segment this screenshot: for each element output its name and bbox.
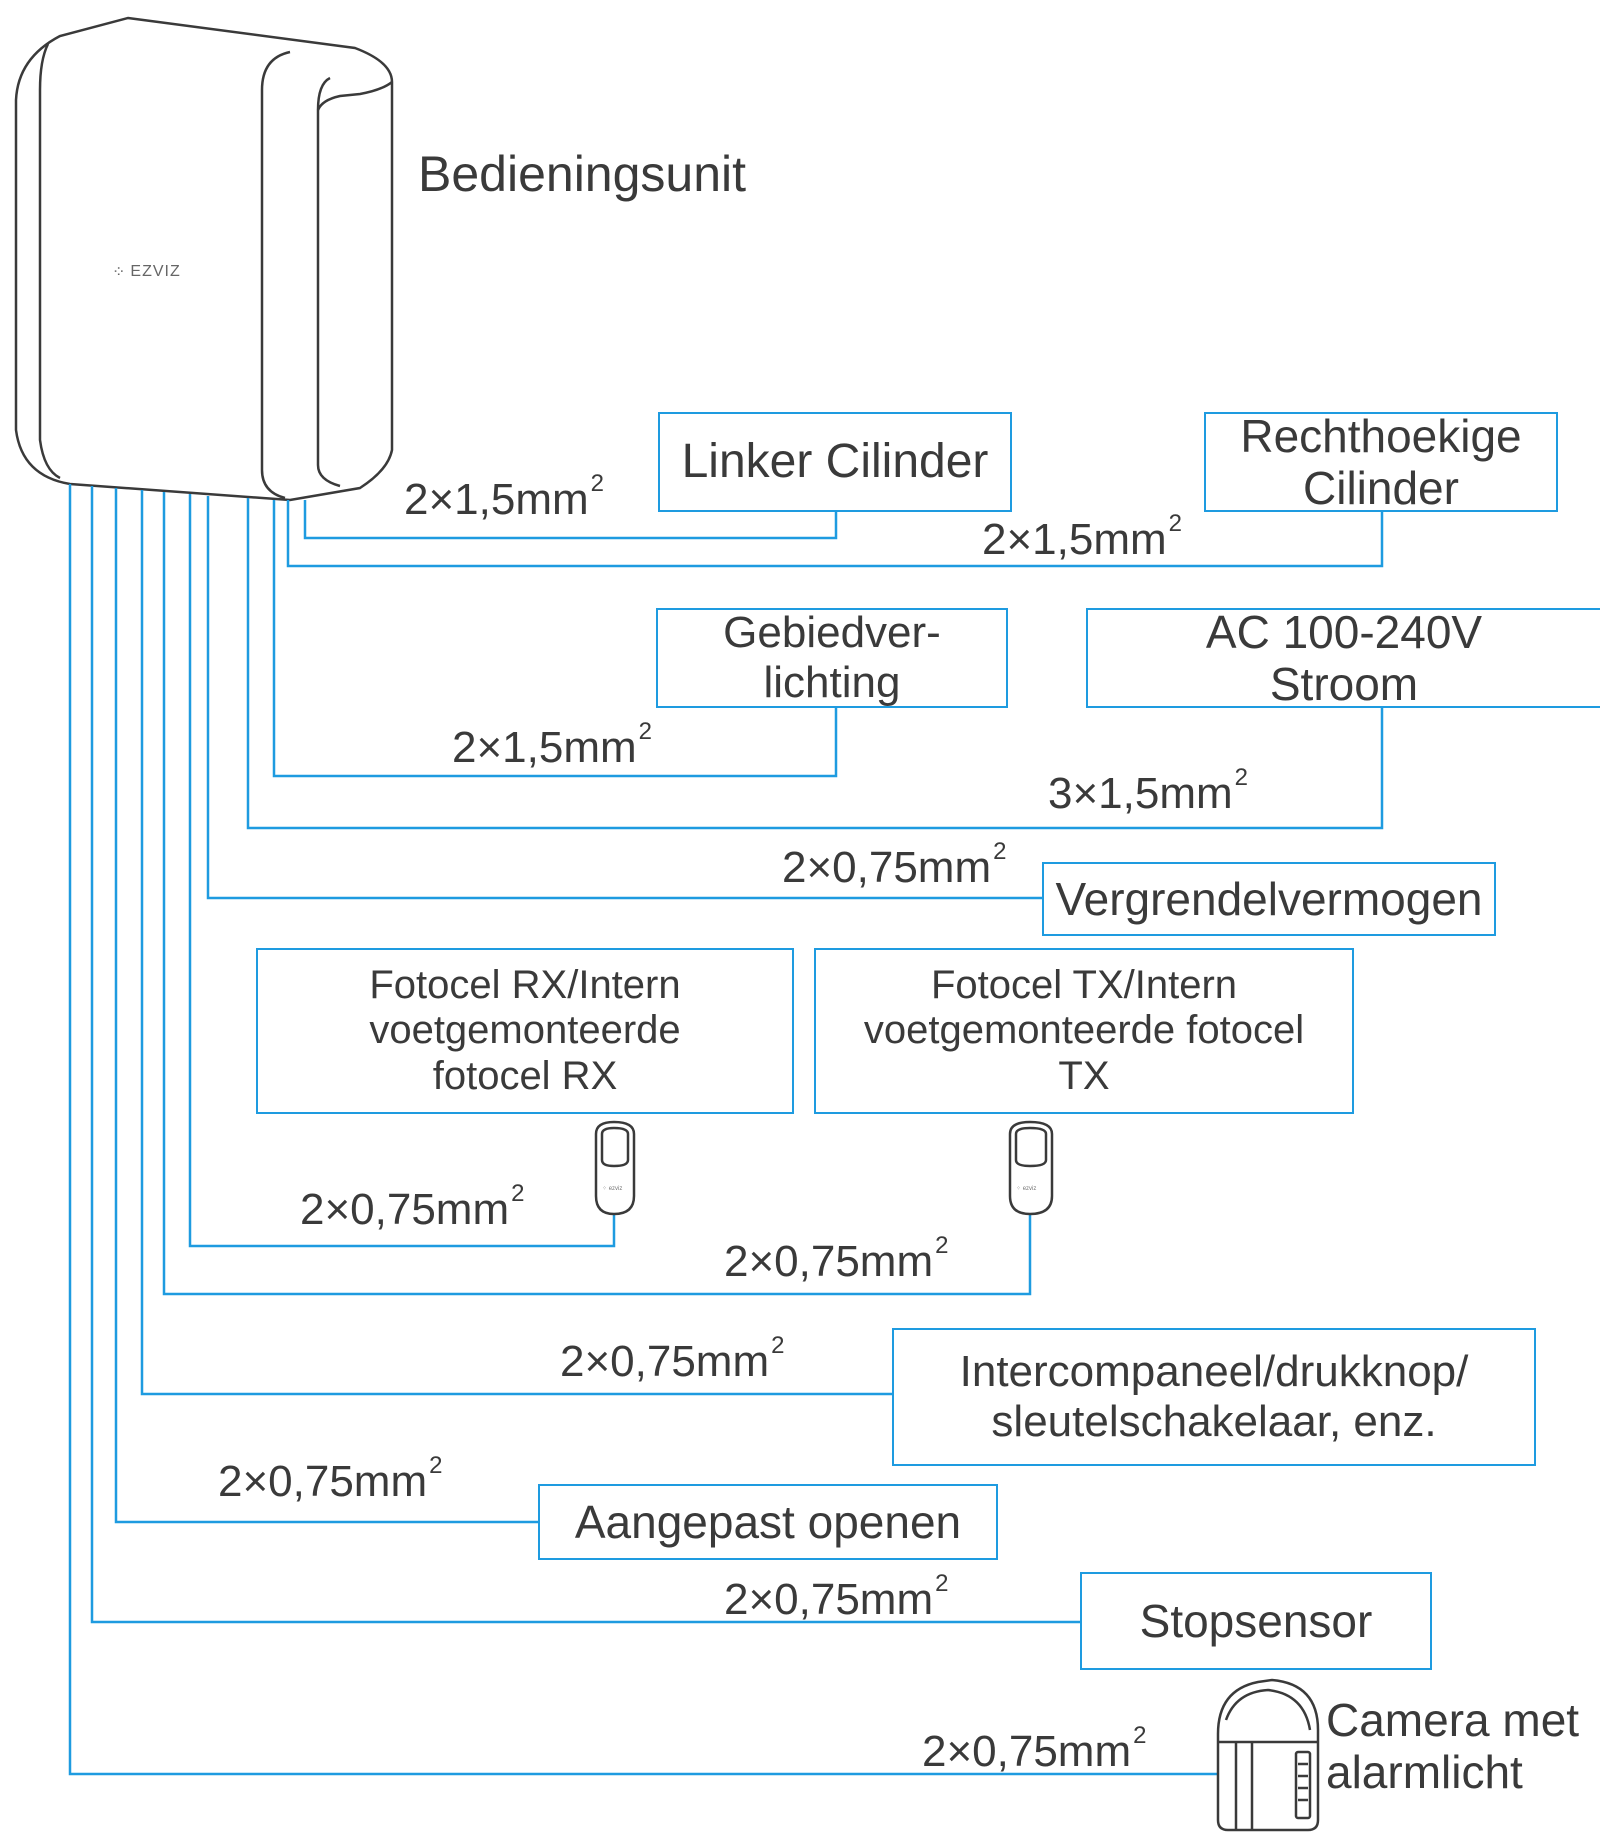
label-fotocel-tx: Fotocel TX/Intern voetgemonteerde fotoce… (863, 962, 1305, 1098)
label-rechthoekige-cilinder: Rechthoekige Cilinder (1240, 409, 1522, 514)
wire-vergrendelvermogen (206, 496, 1042, 900)
wire-aangepast-openen (114, 488, 538, 1524)
gauge-stopsensor: 2×0,75mm2 (724, 1570, 949, 1624)
gauge-intercom: 2×0,75mm2 (560, 1332, 785, 1386)
gauge-vergrendelvermogen: 2×0,75mm2 (782, 838, 1007, 892)
gauge-camera: 2×0,75mm2 (922, 1722, 1147, 1776)
label-intercom: Intercompaneel/drukknop/ sleutelschakela… (959, 1346, 1469, 1446)
wire-fotocel-rx (188, 494, 616, 1248)
svg-text:⁘ ezviz: ⁘ ezviz (602, 1186, 622, 1192)
label-gebiedverlichting: Gebiedver- lichting (723, 607, 941, 707)
label-fotocel-rx: Fotocel RX/Intern voetgemonteerde fotoce… (369, 962, 681, 1098)
ezviz-logo-icon: ⁘ (112, 264, 127, 281)
box-intercom: Intercompaneel/drukknop/ sleutelschakela… (892, 1328, 1536, 1466)
wire-rechthoekige-cilinder (286, 500, 1384, 568)
photocell-tx-icon: ⁘ ezviz (1008, 1120, 1054, 1216)
gauge-ac-stroom: 3×1,5mm2 (1048, 764, 1248, 818)
label-stopsensor: Stopsensor (1139, 1594, 1373, 1647)
label-linker-cilinder: Linker Cilinder (681, 434, 989, 488)
camera-alarm-light-icon (1216, 1678, 1320, 1832)
wire-intercom (140, 490, 892, 1396)
box-linker-cilinder: Linker Cilinder (658, 412, 1012, 512)
wire-stopsensor (90, 486, 1080, 1624)
box-rechthoekige-cilinder: Rechthoekige Cilinder (1204, 409, 1558, 514)
ezviz-logo-text: EZVIZ (130, 263, 181, 280)
photocell-rx-icon: ⁘ ezviz (594, 1120, 636, 1216)
gauge-linker-cilinder: 2×1,5mm2 (404, 470, 604, 524)
label-camera: Camera met alarmlicht (1326, 1694, 1580, 1799)
label-vergrendelvermogen: Vergrendelvermogen (1055, 872, 1483, 925)
gauge-aangepast-openen: 2×0,75mm2 (218, 1452, 443, 1506)
wire-camera (68, 484, 1218, 1776)
ezviz-logo: ⁘ EZVIZ (112, 262, 181, 282)
wire-linker-cilinder (303, 500, 838, 540)
gauge-fotocel-rx: 2×0,75mm2 (300, 1180, 525, 1234)
box-ac-stroom: AC 100-240V Stroom (1086, 605, 1600, 710)
wire-gebiedverlichting (272, 500, 838, 778)
gauge-gebiedverlichting: 2×1,5mm2 (452, 718, 652, 772)
label-ac-stroom: AC 100-240V Stroom (1205, 605, 1483, 710)
wire-ac-stroom (246, 498, 1384, 830)
control-unit-label: Bedieningsunit (418, 146, 747, 202)
label-aangepast-openen: Aangepast openen (574, 1495, 962, 1548)
wire-fotocel-tx (162, 492, 1032, 1296)
wires (68, 484, 1384, 1776)
box-fotocel-tx: Fotocel TX/Intern voetgemonteerde fotoce… (814, 948, 1354, 1114)
box-stopsensor: Stopsensor (1080, 1572, 1432, 1670)
box-gebiedverlichting: Gebiedver- lichting (656, 608, 1008, 708)
svg-text:⁘ ezviz: ⁘ ezviz (1016, 1186, 1036, 1192)
gauge-fotocel-tx: 2×0,75mm2 (724, 1232, 949, 1286)
control-unit-icon (14, 16, 394, 502)
box-fotocel-rx: Fotocel RX/Intern voetgemonteerde fotoce… (256, 948, 794, 1114)
box-vergrendelvermogen: Vergrendelvermogen (1042, 862, 1496, 936)
gauge-rechthoekige-cilinder: 2×1,5mm2 (982, 510, 1182, 564)
box-aangepast-openen: Aangepast openen (538, 1484, 998, 1560)
